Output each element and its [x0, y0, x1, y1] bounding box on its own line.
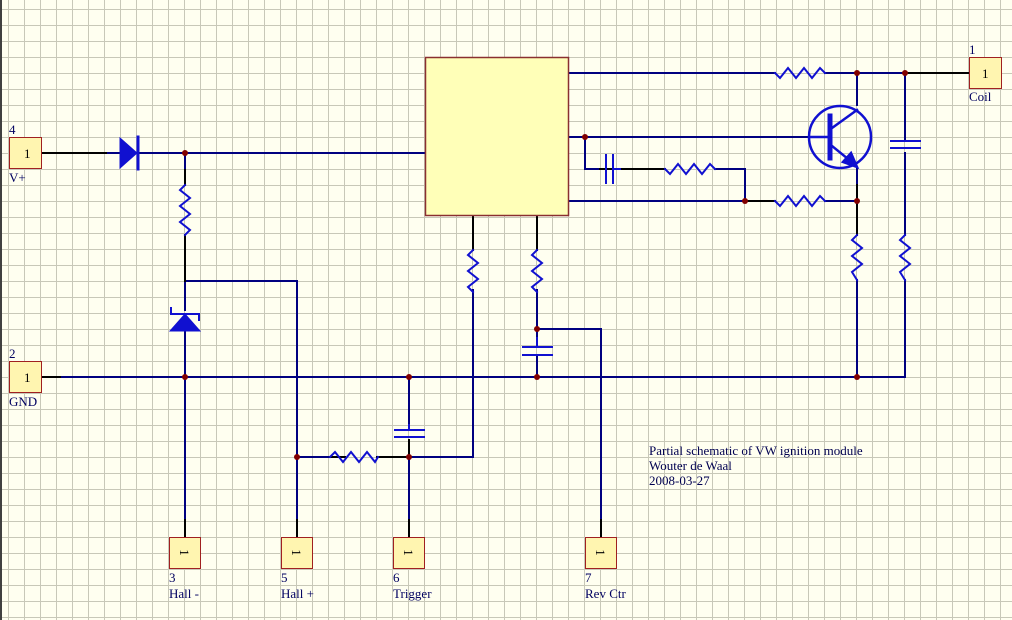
connector-hall-plus-number: 5	[281, 570, 288, 585]
resistor-r7-emitter[interactable]	[773, 194, 827, 208]
resistor-r2-ic[interactable]	[466, 248, 480, 294]
wire-res-to-node	[714, 168, 746, 202]
diode[interactable]	[119, 135, 140, 171]
note-author: Wouter de Waal	[649, 458, 732, 473]
resistor-r4-hall[interactable]	[328, 450, 380, 464]
connector-coil-label: Coil	[969, 89, 992, 104]
wire-zener-to-hall-plus	[184, 280, 298, 538]
connector-trigger-label: Trigger	[393, 586, 432, 601]
connector-hall-plus-box[interactable]	[281, 537, 313, 569]
connector-gnd-label: GND	[9, 394, 38, 409]
npn-transistor[interactable]	[807, 104, 873, 170]
connector-rev-ctr-number: 7	[585, 570, 592, 585]
note-date: 2008-03-27	[649, 473, 710, 488]
connector-vplus-box[interactable]	[9, 137, 42, 169]
connector-rev-ctr-pin: 1	[592, 549, 608, 556]
zener-diode[interactable]	[168, 307, 202, 332]
connector-hall-minus-pin: 1	[176, 549, 192, 556]
wire-cap-left	[584, 136, 601, 170]
wire-rev-ctr	[536, 328, 602, 538]
capacitor-c3-rev[interactable]	[522, 337, 553, 356]
connector-rev-ctr-label: Rev Ctr	[585, 586, 626, 601]
resistor-r3-ic[interactable]	[530, 248, 544, 294]
resistor-r5-out1[interactable]	[773, 66, 827, 80]
title-note: Partial schematic of VW ignition module …	[649, 443, 863, 488]
connector-gnd-box[interactable]	[9, 361, 42, 393]
connector-trigger-pin: 1	[400, 549, 416, 556]
connector-trigger-box[interactable]	[393, 537, 425, 569]
sheet-left-border	[0, 0, 2, 620]
connector-hall-minus-number: 3	[169, 570, 176, 585]
resistor-r1-vplus[interactable]	[178, 183, 192, 237]
resistor-r6-rc[interactable]	[663, 162, 717, 176]
resistor-r8-emitter-gnd[interactable]	[850, 233, 864, 282]
connector-coil-number: 1	[969, 42, 976, 57]
connector-gnd-number: 2	[9, 346, 16, 361]
pin-stubs	[41, 72, 969, 538]
wires	[59, 72, 969, 538]
capacitor-c1-ic[interactable]	[605, 154, 621, 184]
connector-hall-plus-pin: 1	[288, 549, 304, 556]
connector-trigger-number: 6	[393, 570, 400, 585]
capacitor-c4-trigger[interactable]	[394, 424, 425, 438]
junctions	[182, 70, 908, 460]
connector-coil-pin: 1	[982, 66, 989, 81]
connector-gnd-pin: 1	[24, 370, 31, 385]
connector-vplus-pin: 1	[24, 146, 31, 161]
note-title: Partial schematic of VW ignition module	[649, 443, 863, 458]
resistor-r9-coil-gnd[interactable]	[898, 233, 912, 282]
connector-coil-box[interactable]	[969, 57, 1002, 89]
connector-hall-plus-label: Hall +	[281, 586, 314, 601]
capacitor-c2-coil[interactable]	[890, 140, 921, 149]
connector-hall-minus-label: Hall -	[169, 586, 199, 601]
ic-block[interactable]	[424, 56, 570, 217]
connector-rev-ctr-box[interactable]	[585, 537, 617, 569]
connector-hall-minus-box[interactable]	[169, 537, 201, 569]
connector-vplus-label: V+	[9, 170, 26, 185]
wire-ic-pin-to-trigger	[408, 289, 474, 458]
connector-vplus-number: 4	[9, 122, 16, 137]
